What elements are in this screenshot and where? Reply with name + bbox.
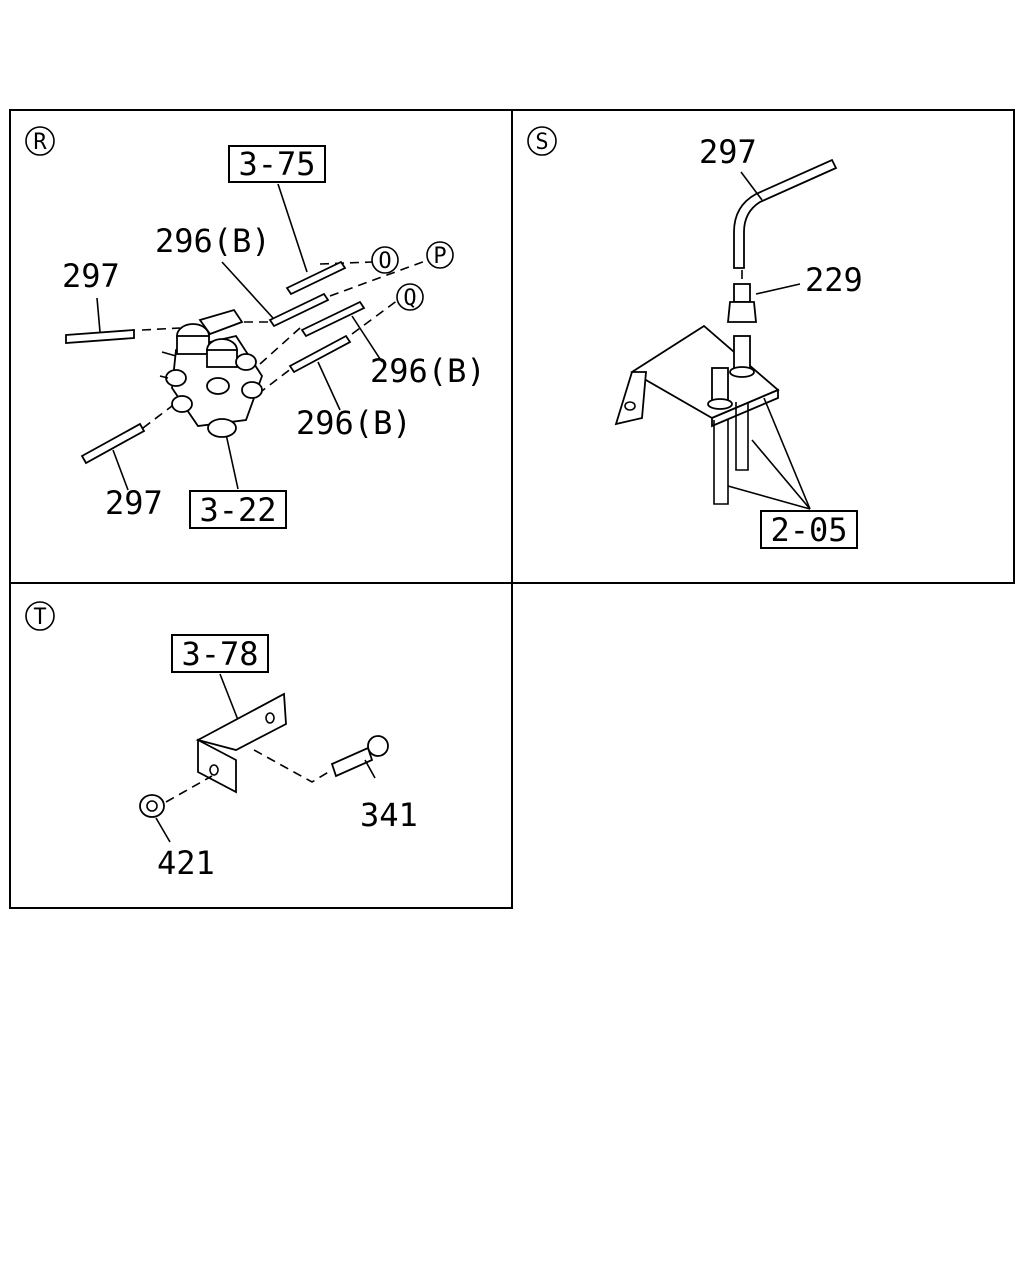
ref-box-3-78 <box>171 634 269 673</box>
callout-p <box>426 241 454 269</box>
tube-296b-2 <box>268 292 330 328</box>
leader-2-05-b <box>751 439 811 510</box>
part-label-296b-right: 296(B) <box>370 352 486 390</box>
pipe-s-lower-1 <box>713 420 729 505</box>
part-label-421: 421 <box>157 844 215 882</box>
connector-297-bottom <box>142 405 173 429</box>
leader-3-22 <box>225 433 239 490</box>
bolt-341-shank <box>330 746 374 778</box>
panel-r-marker <box>25 126 55 156</box>
panel-s-marker <box>527 126 557 156</box>
part-label-297-bottom: 297 <box>105 484 163 522</box>
part-label-297-s: 297 <box>699 133 757 171</box>
leader-2-05-a <box>727 485 811 510</box>
panel-t-letter: T <box>33 605 46 630</box>
leader-297-bottom <box>112 449 129 491</box>
leader-296b-right <box>351 315 383 363</box>
port-3 <box>165 369 187 387</box>
pipe-s-lower-2 <box>735 402 749 471</box>
panel-r: R 3-75 3-22 O P Q 296(B) 296(B) 296(B) 2… <box>25 126 486 529</box>
part-label-229: 229 <box>805 261 863 299</box>
callout-o <box>371 246 399 274</box>
leader-421 <box>155 817 171 843</box>
valve-assembly <box>159 308 263 438</box>
panel-frames <box>9 109 1015 909</box>
part-label-341: 341 <box>360 796 418 834</box>
nipple-s-1-nut <box>729 366 755 378</box>
nipple-s-2-nut <box>707 398 733 410</box>
nipple-1 <box>161 351 177 357</box>
leader-297-s <box>740 171 763 201</box>
connector-p <box>329 259 429 297</box>
leader-297-top <box>96 297 101 333</box>
bracket-s-edge <box>711 388 779 428</box>
ref-label-2-05: 2-05 <box>770 511 847 549</box>
panel-s-frame <box>511 109 1015 584</box>
ref-box-2-05 <box>760 510 858 549</box>
leader-3-75 <box>277 183 308 273</box>
tubes-297 <box>65 329 146 465</box>
panel-s-letter: S <box>535 130 548 155</box>
leader-229 <box>755 283 801 295</box>
part-label-297-top: 297 <box>62 257 120 295</box>
fitting-229-hex <box>727 301 757 323</box>
nut-421 <box>139 794 165 818</box>
port-5 <box>206 377 230 395</box>
bracket-t-hole-2 <box>209 764 219 776</box>
panel-r-letter: R <box>33 130 47 155</box>
callout-p-letter: P <box>433 244 446 269</box>
callout-q-letter: Q <box>403 286 416 311</box>
tube-296b-1 <box>285 260 347 296</box>
leader-296b-bottom <box>317 361 341 411</box>
nut-421-hole <box>146 800 158 812</box>
nipple-2 <box>159 375 169 379</box>
part-label-296b-top: 296(B) <box>155 222 271 260</box>
port-1 <box>235 353 257 371</box>
leader-341 <box>364 759 376 779</box>
leader-2-05-c <box>763 397 811 510</box>
valve-cap-2-side <box>206 349 238 368</box>
connector-q <box>351 299 399 335</box>
bracket-s-side <box>614 371 647 426</box>
ref-label-3-78: 3-78 <box>181 635 258 673</box>
port-2 <box>241 381 263 399</box>
panel-t-marker <box>25 601 55 631</box>
leader-296b-top <box>221 261 274 319</box>
callout-q <box>396 283 424 311</box>
ref-box-3-22 <box>189 490 287 529</box>
panel-t: T 3-78 341 421 <box>25 601 418 882</box>
tube-297-bottom <box>80 422 146 465</box>
ref-label-3-75: 3-75 <box>238 145 315 183</box>
bracket-t-hole-1 <box>265 712 275 724</box>
bolt-341-head <box>367 735 389 757</box>
valve-elbow <box>198 308 244 336</box>
panel-t-frame <box>9 582 513 909</box>
bent-pipe-297 <box>733 158 838 269</box>
ref-box-3-75 <box>228 145 326 183</box>
leader-3-78 <box>219 673 239 721</box>
tube-296b-3 <box>300 300 366 338</box>
tubes-296b <box>268 260 366 374</box>
connector-tube-c <box>257 367 293 395</box>
fitting-229-top <box>733 283 751 303</box>
tube-296b-4 <box>288 334 352 374</box>
axis-nut <box>165 775 213 803</box>
connector-tube-b <box>259 327 301 365</box>
tube-297-top <box>65 329 135 344</box>
ref-label-3-22: 3-22 <box>199 491 276 529</box>
panel-s: S 297 229 2-05 <box>527 126 863 549</box>
valve-cap-1-side <box>176 335 210 355</box>
bracket-s-hole <box>624 401 636 411</box>
port-4 <box>171 395 193 413</box>
valve-bottom-fitting <box>207 418 237 438</box>
callout-o-letter: O <box>378 249 391 274</box>
axis-bolt <box>253 749 333 783</box>
part-label-296b-bottom: 296(B) <box>296 404 412 442</box>
connector-297-top <box>141 327 181 331</box>
connector-o <box>319 261 373 265</box>
bracket-t-top <box>195 692 287 751</box>
